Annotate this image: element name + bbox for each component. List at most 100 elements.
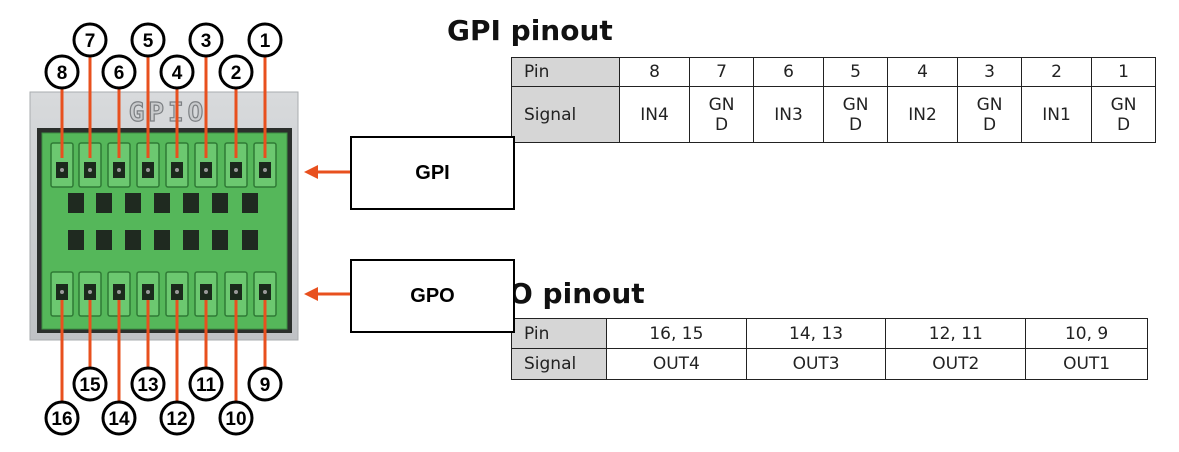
terminal-pin [146,168,150,172]
table-row: Pin 16, 15 14, 13 12, 11 10, 9 [511,318,1148,349]
housing-window [68,193,84,213]
pin-cell: 8 [618,57,691,87]
terminal-pin [175,290,179,294]
pin-number-label: 10 [225,409,246,430]
pin-number-circle [159,54,195,90]
gpo-arrow-head [304,287,318,301]
terminal-pin [88,290,92,294]
pin-number-label: 9 [260,375,271,396]
pin-number-circle [188,22,224,58]
terminal-pin [60,290,64,294]
pin-cell: 14, 13 [745,318,887,349]
terminal-pin [263,290,267,294]
pin-number-circle [44,400,80,436]
signal-cell: GN D [957,86,1022,143]
gpi-pinout-table: Pin 8 7 6 5 4 3 2 1 Signal IN4 GN D IN3 … [511,57,1156,143]
table-row: Pin 8 7 6 5 4 3 2 1 [511,57,1156,87]
terminal-pin [234,290,238,294]
pin-cell: 5 [823,57,888,87]
pin-number-label: 2 [231,63,242,84]
pin-number-label: 14 [108,409,130,430]
pin-cell: 1 [1091,57,1156,87]
pin-number-circle [101,54,137,90]
signal-cell: GN D [1091,86,1156,143]
row-header-signal: Signal [511,86,620,143]
table-row: Signal OUT4 OUT3 OUT2 OUT1 [511,348,1148,380]
signal-cell: OUT2 [885,348,1027,380]
terminal-pin [117,290,121,294]
pin-number-label: 8 [57,63,68,84]
housing-window [242,230,258,250]
pin-number-circle [218,54,254,90]
pin-number-circle [72,366,108,402]
housing-window [96,193,112,213]
housing-window [96,230,112,250]
pin-number-circle [130,366,166,402]
pin-number-label: 15 [79,375,101,396]
row-header-pin: Pin [511,318,607,349]
signal-cell: GN D [689,86,754,143]
pin-cell: 10, 9 [1025,318,1148,349]
housing-window [125,193,141,213]
pin-number-label: 16 [51,409,72,430]
pin-number-circle [72,22,108,58]
pin-number-circle [130,22,166,58]
housing-window [68,230,84,250]
table-row: Signal IN4 GN D IN3 GN D IN2 GN D IN1 GN… [511,86,1156,143]
signal-cell: IN4 [618,86,691,143]
signal-cell: OUT4 [606,348,747,380]
terminal-pin [146,290,150,294]
row-header-signal: Signal [511,348,607,380]
pin-number-label: 13 [137,375,158,396]
pin-number-circle [159,400,195,436]
terminal-pin [117,168,121,172]
terminal-pin [88,168,92,172]
signal-cell: IN3 [752,86,825,143]
housing-window [183,193,199,213]
arrows [304,165,352,301]
pin-number-label: 7 [85,31,96,52]
signal-cell: OUT3 [745,348,887,380]
housing-window [212,193,228,213]
pin-number-label: 12 [166,409,187,430]
pin-cell: 12, 11 [885,318,1027,349]
pin-number-label: 1 [260,31,271,52]
pin-number-label: 4 [172,63,183,84]
pin-number-label: 3 [201,31,212,52]
gpi-callout-box: GPI [350,136,515,210]
pin-cell: 16, 15 [606,318,747,349]
pin-cell: 3 [957,57,1022,87]
gpi-pinout-title: GPI pinout [447,14,613,47]
gpo-pinout-title: O pinout [509,277,645,310]
gpi-arrow-head [304,165,318,179]
gpio-panel-label: GPIO [129,98,208,128]
housing-window [154,230,170,250]
housing-window [242,193,258,213]
pin-number-circle [188,366,224,402]
terminal-pin [204,168,208,172]
pin-number-circle [247,366,283,402]
pin-number-circle [44,54,80,90]
terminal-pin [234,168,238,172]
pin-number-label: 6 [114,63,125,84]
gpo-pinout-table: Pin 16, 15 14, 13 12, 11 10, 9 Signal OU… [511,318,1148,380]
pin-number-circle [247,22,283,58]
row-header-pin: Pin [511,57,620,87]
housing-window [125,230,141,250]
terminal-detail [50,142,277,317]
terminal-pin [204,290,208,294]
terminal-pin [175,168,179,172]
terminal-pin [263,168,267,172]
pin-cell: 7 [689,57,754,87]
signal-cell: IN1 [1020,86,1093,143]
signal-cell: GN D [823,86,888,143]
housing-window [154,193,170,213]
pin-number-circle [101,400,137,436]
housing-window [212,230,228,250]
terminal-pin [60,168,64,172]
pin-number-circle [218,400,254,436]
signal-cell: OUT1 [1025,348,1148,380]
pin-cell: 2 [1020,57,1093,87]
